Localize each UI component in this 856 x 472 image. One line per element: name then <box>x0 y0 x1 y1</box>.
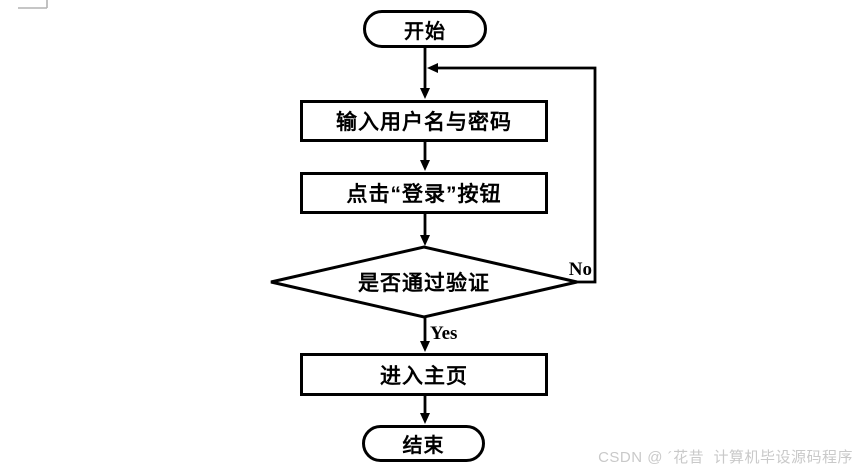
flowchart-node-start: 开始 <box>363 10 487 48</box>
flowchart-node-click-login: 点击“登录”按钮 <box>300 172 548 214</box>
arrow-down-icon <box>420 341 430 352</box>
arrow-down-icon <box>420 235 430 246</box>
node-label-verify: 是否通过验证 <box>358 272 490 295</box>
node-label-end: 结束 <box>402 435 445 457</box>
decision-diamond-shape <box>270 245 578 319</box>
flowchart-node-input-credentials: 输入用户名与密码 <box>300 100 548 142</box>
edge-verify-input-no-loop <box>438 66 597 284</box>
edge-label-no: No <box>568 259 592 280</box>
node-label-input-credentials: 输入用户名与密码 <box>336 111 512 134</box>
arrow-down-icon <box>420 88 430 99</box>
node-label-enter-home: 进入主页 <box>380 364 468 388</box>
node-label-click-login: 点击“登录”按钮 <box>346 183 502 206</box>
watermark: CSDN @ ´花昔 计算机毕设源码程序 <box>598 449 853 466</box>
flowchart-node-verify-decision: 是否通过验证 <box>271 265 577 299</box>
flowchart-node-enter-home: 进入主页 <box>300 353 548 396</box>
edge-label-yes: Yes <box>430 323 458 344</box>
corner-mark-icon <box>18 0 48 9</box>
arrow-down-icon <box>420 160 430 171</box>
arrow-left-icon <box>427 63 438 73</box>
arrow-down-icon <box>420 413 430 424</box>
node-label-start: 开始 <box>404 20 446 43</box>
flowchart-node-end: 结束 <box>362 425 485 462</box>
